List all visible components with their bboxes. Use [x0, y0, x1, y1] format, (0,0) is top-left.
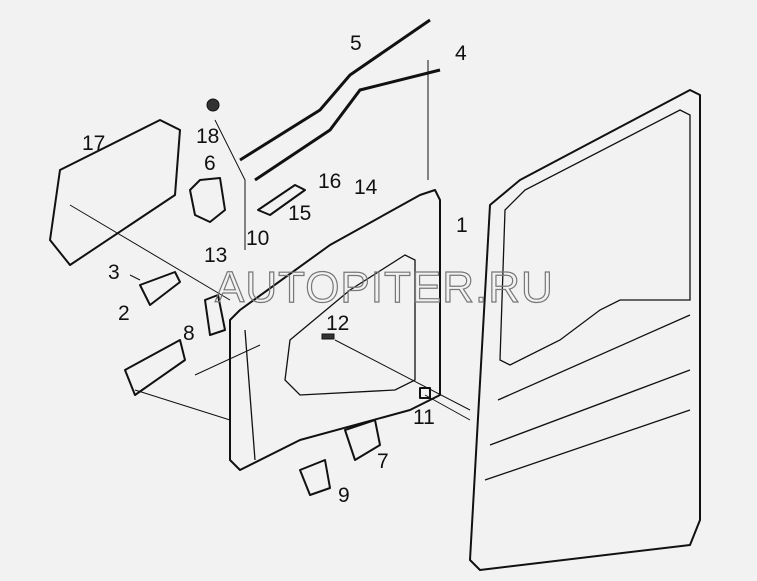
window-channel — [239, 18, 441, 182]
callout-15: 15 — [288, 202, 311, 225]
part-9 — [299, 459, 331, 496]
part-18 — [206, 98, 220, 112]
door-trim-panel — [229, 189, 441, 471]
callout-18: 18 — [196, 125, 219, 148]
callout-5: 5 — [350, 32, 362, 55]
watermark: AUTOPITER.RU — [215, 263, 554, 312]
part-6 — [189, 177, 226, 223]
part-2 — [139, 271, 181, 306]
part-16 — [257, 184, 306, 216]
armrest — [124, 339, 186, 396]
callout-12: 12 — [326, 312, 349, 335]
callout-14: 14 — [354, 176, 378, 199]
callout-13: 13 — [204, 244, 227, 267]
part-17 — [49, 119, 181, 266]
callout-6: 6 — [204, 152, 216, 175]
callout-10: 10 — [246, 227, 269, 250]
callout-2: 2 — [118, 302, 130, 325]
part-12 — [321, 333, 335, 340]
callout-1: 1 — [456, 214, 468, 237]
leader-lines — [69, 60, 471, 421]
callout-7: 7 — [377, 450, 389, 473]
part-8 — [204, 294, 226, 336]
part-11 — [419, 387, 431, 399]
door-shell — [469, 89, 701, 571]
callout-4: 4 — [455, 42, 467, 65]
callout-9: 9 — [338, 484, 350, 507]
callout-8: 8 — [183, 322, 195, 345]
callout-11: 11 — [413, 406, 435, 429]
callout-labels: 5 4 17 18 6 16 14 15 1 10 13 3 2 8 12 11… — [82, 32, 468, 507]
part-7 — [344, 419, 381, 461]
callout-17: 17 — [82, 132, 105, 155]
callout-16: 16 — [318, 170, 341, 193]
callout-3: 3 — [108, 261, 120, 284]
